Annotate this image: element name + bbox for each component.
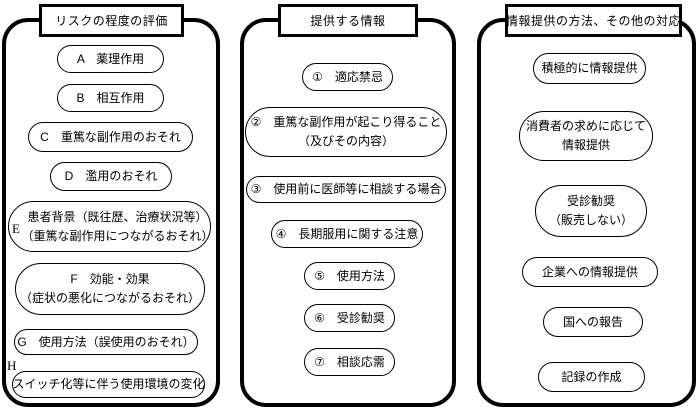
pill-info-6-line1: ⑥ 受診勧奨 [314,310,385,325]
pill-method-6-line1: 記録の作成 [561,369,622,384]
pill-risk-h-line1: スイッチ化等に伴う使用環境の変化 [12,377,205,392]
pill-risk-a: A 薬理作用 [57,45,164,73]
header-information-provided-label: 提供する情報 [310,14,386,28]
pill-info-5-line1: ⑤ 使用方法 [314,268,385,283]
pill-risk-e: 患者背景（既往歴、治療状況等） （重篤な副作用につながるおそれ） [8,201,214,252]
pill-risk-e-line1: 患者背景（既往歴、治療状況等） [27,209,208,224]
pill-risk-b-line1: B 相互作用 [76,90,145,105]
header-risk-assessment-label: リスクの程度の評価 [55,14,168,28]
header-provision-method: 情報提供の方法、その他の対応 [505,4,682,37]
pill-info-3-line1: ③ 使用前に医師等に相談する場合 [250,182,442,197]
pill-method-1: 積極的に情報提供 [533,53,646,84]
pill-risk-f: F 効能・効果 （症状の悪化につながるおそれ） [15,263,205,315]
pill-risk-g: G 使用方法（誤使用のおそれ） [14,329,198,355]
pill-method-2-line1: 消費者の求めに応じて [525,119,646,134]
pill-method-6: 記録の作成 [538,362,645,392]
pill-method-4-line1: 企業への情報提供 [541,264,638,279]
pill-info-5: ⑤ 使用方法 [304,262,395,290]
pill-info-1: ① 適応禁忌 [302,63,393,91]
pill-info-1-line1: ① 適応禁忌 [312,69,383,84]
pill-method-2: 消費者の求めに応じて 情報提供 [519,111,653,161]
pill-method-3: 受診勧奨 （販売しない） [535,185,647,237]
header-risk-assessment: リスクの程度の評価 [39,4,184,37]
pill-risk-d: D 濫用のおそれ [50,162,172,191]
header-information-provided: 提供する情報 [278,4,418,37]
pill-risk-c: C 重篤な副作用のおそれ [28,122,193,152]
pill-risk-h: スイッチ化等に伴う使用環境の変化 [12,371,205,398]
pill-risk-h-letter: H [7,358,17,373]
pill-method-3-line2: （販売しない） [548,213,633,227]
pill-risk-d-line1: D 濫用のおそれ [64,169,158,184]
pill-method-3-line1: 受診勧奨 [566,194,615,209]
pill-risk-b: B 相互作用 [57,84,164,112]
header-provision-method-label: 情報提供の方法、その他の対応 [506,14,682,28]
pill-method-5: 国への報告 [543,307,643,337]
pill-risk-g-line1: G 使用方法（誤使用のおそれ） [17,334,195,349]
pill-risk-a-line1: A 薬理作用 [76,51,145,66]
pill-info-3: ③ 使用前に医師等に相談する場合 [246,176,446,203]
pill-info-2-line1: ② 重篤な副作用が起こり得ること [250,115,442,130]
pill-risk-e-letter: E [12,221,20,236]
pill-info-4: ④ 長期服用に関する注意 [271,220,423,248]
pill-info-7-line1: ⑦ 相談応需 [314,354,385,369]
pill-method-5-line1: 国への報告 [562,314,623,329]
pill-risk-c-line1: C 重篤な副作用のおそれ [40,129,181,144]
pill-method-4: 企業への情報提供 [522,257,658,287]
pill-info-4-line1: ④ 長期服用に関する注意 [275,226,419,241]
pill-risk-e-line2: （重篤な副作用につながるおそれ） [21,228,214,243]
pill-info-2-line2: （及びその内容） [297,134,394,148]
pill-method-2-line2: 情報提供 [561,138,610,152]
pill-method-1-line1: 積極的に情報提供 [541,61,638,76]
pill-info-7: ⑦ 相談応需 [304,348,395,376]
pill-risk-f-line1: F 効能・効果 [70,272,150,287]
pill-info-6: ⑥ 受診勧奨 [304,304,395,332]
pill-risk-f-line2: （症状の悪化につながるおそれ） [19,291,200,305]
pill-info-2: ② 重篤な副作用が起こり得ること （及びその内容） [245,107,447,157]
